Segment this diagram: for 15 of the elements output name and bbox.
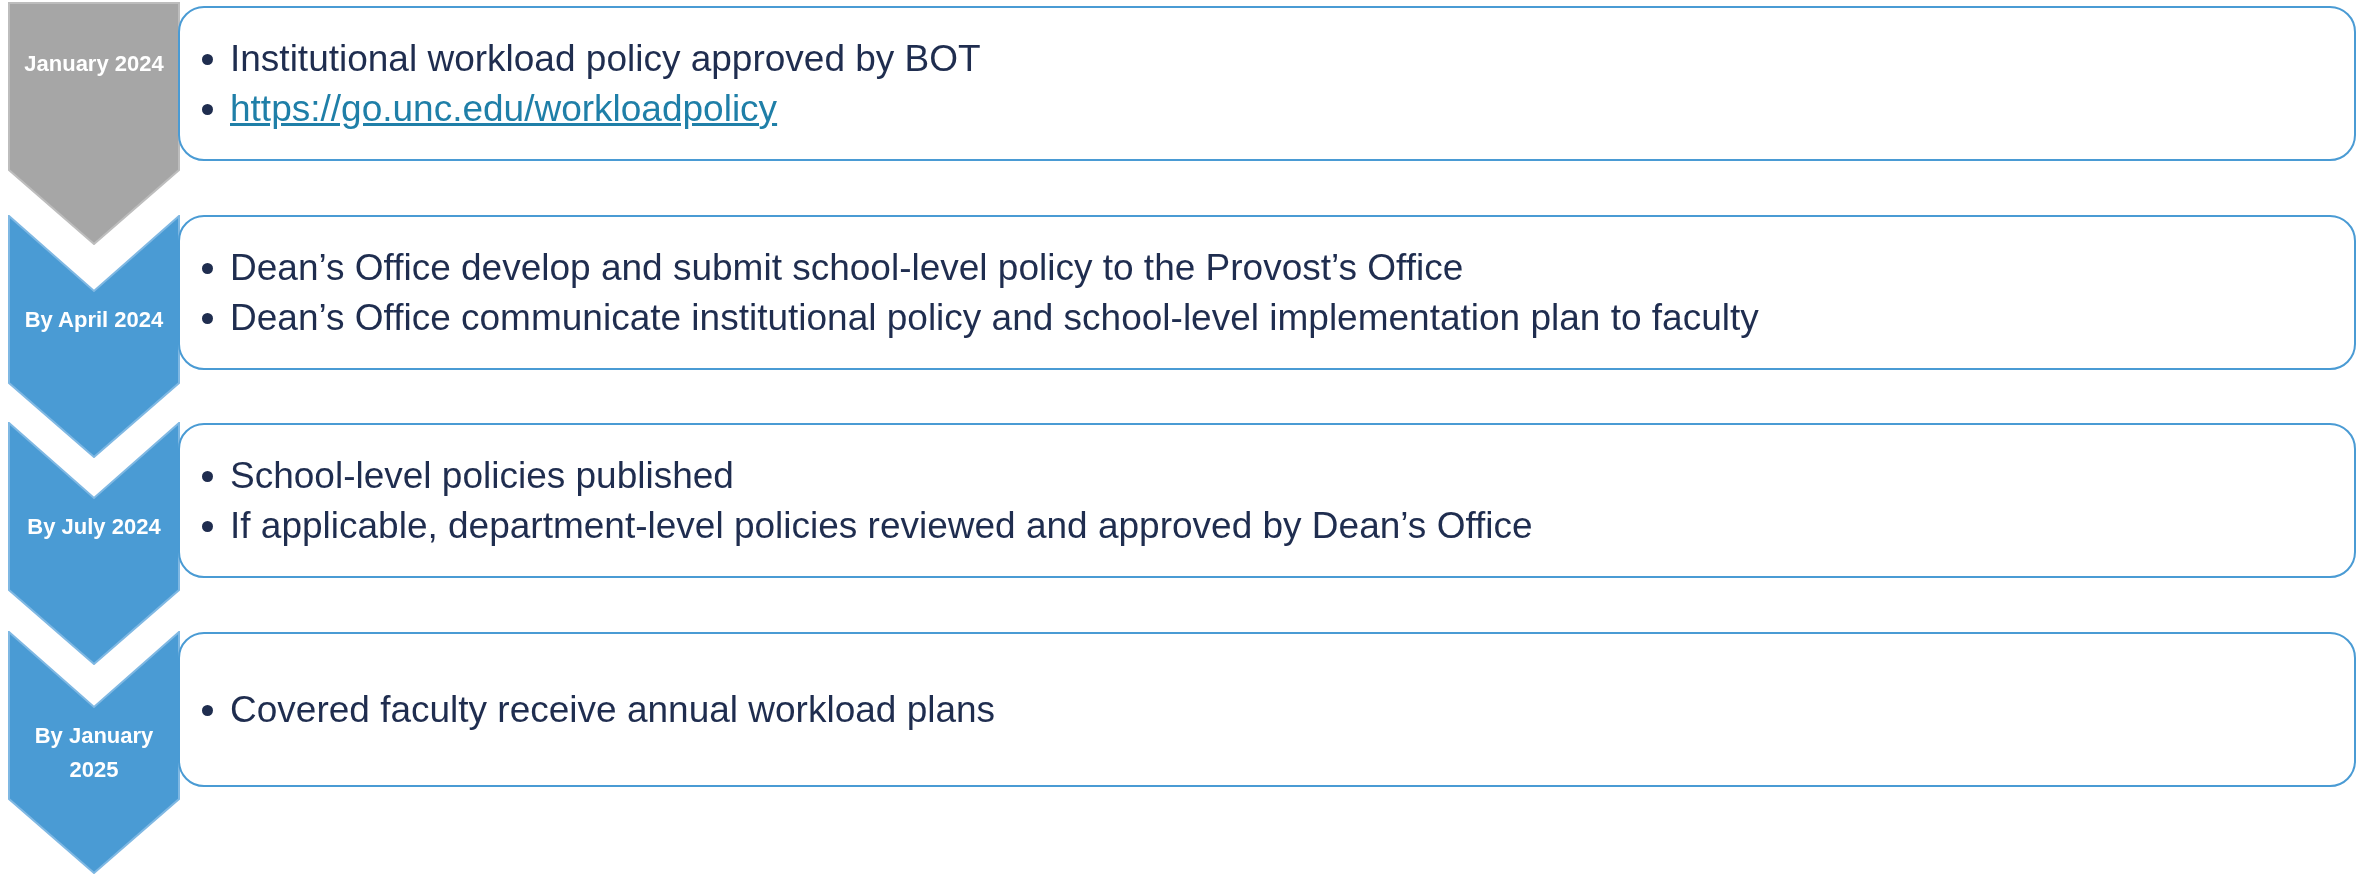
date-label: By April 2024 <box>23 306 165 334</box>
step-box <box>178 632 2356 787</box>
step-box <box>178 423 2356 578</box>
step-box <box>178 215 2356 370</box>
date-label: By January 2025 <box>33 722 155 784</box>
bullet-text: School-level policies published <box>230 453 734 498</box>
date-label: January 2024 <box>23 50 165 78</box>
bullet-text: If applicable, department-level policies reviewed and approved by Dean’s Office <box>230 503 1533 548</box>
bullet-text: Dean’s Office communicate institutional policy and school-level implementation plan to faculty <box>230 295 1759 340</box>
bullet-text: Covered faculty receive annual workload plans <box>230 687 996 732</box>
date-label: By July 2024 <box>26 513 162 541</box>
link: https://go.unc.edu/workloadpolicy <box>230 86 778 131</box>
step-box <box>178 6 2356 161</box>
bullet-text: Dean’s Office develop and submit school-level policy to the Provost’s Office <box>230 245 1464 290</box>
bullet-text: Institutional workload policy approved by BOT <box>230 36 981 81</box>
